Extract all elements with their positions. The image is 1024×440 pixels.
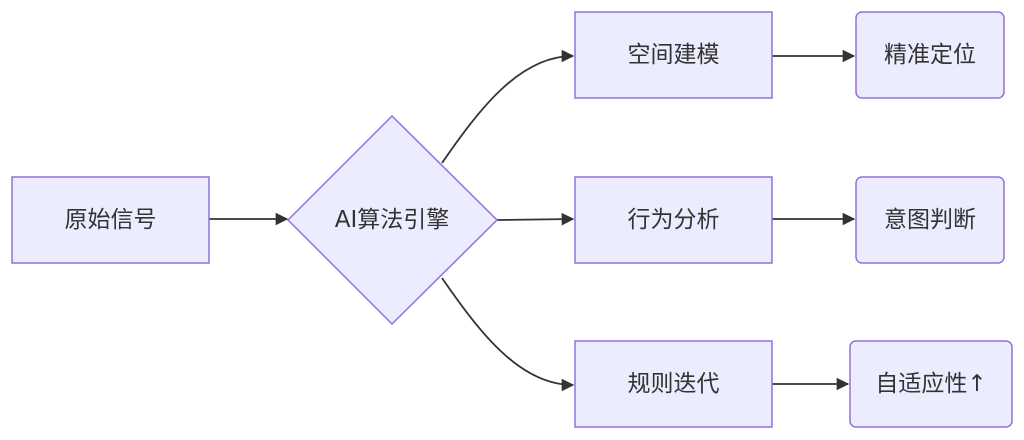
edge-engine-to-behavior: [496, 212, 575, 226]
node-behavior: 行为分析: [574, 176, 773, 264]
edges: [209, 49, 856, 392]
node-intent-label: 意图判断: [884, 207, 976, 233]
node-adaptive-label: 自适应性↑: [875, 371, 986, 397]
node-spatial: 空间建模: [574, 11, 773, 99]
node-adaptive: 自适应性↑: [849, 340, 1013, 428]
node-engine-label: AI算法引擎: [335, 207, 450, 233]
node-precise: 精准定位: [855, 11, 1005, 99]
edge-engine-to-rules: [441, 277, 575, 392]
node-rules-label: 规则迭代: [628, 371, 720, 397]
node-intent: 意图判断: [855, 176, 1005, 264]
node-rules: 规则迭代: [574, 340, 773, 428]
node-source: 原始信号: [11, 176, 210, 264]
node-precise-label: 精准定位: [884, 42, 976, 68]
node-behavior-label: 行为分析: [628, 207, 720, 233]
edge-engine-to-spatial: [441, 49, 575, 164]
node-source-label: 原始信号: [65, 207, 157, 233]
node-spatial-label: 空间建模: [628, 42, 720, 68]
node-engine-decision: AI算法引擎: [286, 114, 499, 326]
